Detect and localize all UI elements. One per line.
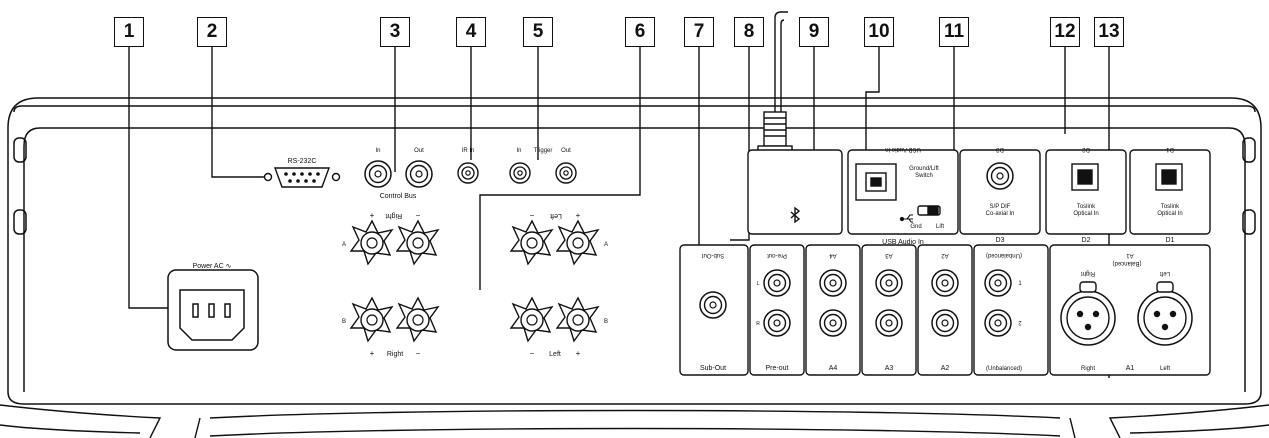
control-in-label: In [375, 148, 380, 154]
callout-7: 7 [684, 17, 714, 47]
a4-label: A4 [829, 365, 838, 372]
callout-11: 11 [939, 17, 969, 47]
b-left-label: B [342, 319, 346, 325]
power-inlet [167, 269, 259, 351]
xlr-left-top-label: Left [1160, 270, 1170, 276]
plus-left-top: + [576, 211, 581, 220]
a-right-label: A [604, 242, 608, 248]
d3-top-label: D3 [996, 146, 1004, 152]
unbalanced-2-label: 2 [1018, 319, 1022, 325]
callout-6: 6 [625, 17, 655, 47]
unbalanced-top-label: (Unbalanced) [986, 252, 1022, 258]
callout-9: 9 [799, 17, 829, 47]
d2-top-label: D2 [1082, 146, 1090, 152]
d1-top-label: D1 [1166, 146, 1174, 152]
a3-label: A3 [885, 365, 894, 372]
power-label: Power AC ∿ [193, 263, 232, 270]
callout-8: 8 [734, 17, 764, 47]
usb-icon [899, 214, 913, 223]
a-left-label: A [342, 242, 346, 248]
plus-left-bottom: + [576, 349, 581, 358]
panel-feet [0, 404, 1269, 438]
callout-13: 13 [1094, 17, 1124, 47]
plus-right-top: + [370, 211, 375, 220]
gnd-label: Gnd [910, 224, 921, 230]
a3-top-label: A3 [885, 252, 893, 258]
unbalanced-1-label: 1 [1018, 281, 1022, 287]
callout-5: 5 [523, 17, 553, 47]
coaxial-jack [986, 162, 1014, 190]
trigger-label: Trigger [534, 148, 553, 154]
xlr-left-label: Left [1160, 366, 1170, 372]
a2-top-label: A2 [941, 252, 949, 258]
toslink-d1-label: Toslink [1161, 204, 1180, 210]
minus-right-top: − [416, 211, 421, 220]
a1-label: A1 [1126, 365, 1135, 372]
chassis-outline [7, 97, 1262, 405]
optical-d2-label: Optical In [1073, 211, 1098, 217]
subout-top-label: Sub-Out [702, 252, 725, 258]
callout-1: 1 [114, 17, 144, 47]
trigger-out-label: Out [561, 148, 571, 154]
d2-label: D2 [1082, 237, 1091, 244]
coaxial-in-label: Co-axial In [986, 211, 1015, 217]
rs232-label: RS-232C [288, 158, 317, 165]
trigger-in-label: In [516, 148, 521, 154]
spdif-label: S/P DIF [990, 204, 1011, 210]
right-top-label: Right [386, 212, 402, 219]
plus-right-bottom: + [370, 349, 375, 358]
ground-lift-label: Ground/Lift [909, 166, 939, 172]
minus-left-top: − [530, 211, 535, 220]
xlr-latches [1079, 281, 1174, 293]
preout-r-label: R [756, 321, 760, 327]
control-bus-label: Control Bus [380, 193, 417, 200]
a1-top-label: A1 [1126, 252, 1134, 258]
balanced-top-label: (Balanced) [1112, 260, 1141, 266]
usb-audio-in-label: USB Audio In [882, 239, 924, 246]
preout-l-label: L [757, 281, 760, 287]
control-connectors [364, 160, 577, 188]
preout-label: Pre-out [766, 365, 789, 372]
minus-left-bottom: − [530, 349, 535, 358]
d3-label: D3 [996, 237, 1005, 244]
rs232-port [263, 167, 341, 188]
callout-12: 12 [1050, 17, 1080, 47]
usb-audio-in-top-label: USB Audio In [885, 146, 921, 152]
control-out-label: Out [414, 148, 424, 154]
preout-top-label: Pre-out [767, 252, 787, 258]
b-right-label: B [604, 319, 608, 325]
left-top-label: Left [550, 212, 562, 219]
digital-modules [747, 149, 1211, 235]
callout-3: 3 [380, 17, 410, 47]
xlr-right-top-label: Right [1081, 270, 1095, 276]
callout-2: 2 [197, 17, 227, 47]
left-bottom-label: Left [549, 351, 561, 358]
speaker-binding-posts [350, 220, 599, 342]
callout-10: 10 [864, 17, 894, 47]
bluetooth-icon [790, 206, 801, 224]
callout-4: 4 [456, 17, 486, 47]
minus-right-bottom: − [416, 349, 421, 358]
toslink-d2-label: Toslink [1077, 204, 1096, 210]
lift-label: Lift [936, 224, 944, 230]
ir-in-label: IR In [462, 148, 475, 154]
optical-d1-label: Optical In [1157, 211, 1182, 217]
switch-label: Switch [915, 173, 933, 179]
a4-top-label: A4 [829, 252, 837, 258]
xlr-right-label: Right [1081, 366, 1095, 372]
a2-label: A2 [941, 365, 950, 372]
subout-label: Sub-Out [700, 365, 726, 372]
right-bottom-label: Right [387, 351, 403, 358]
d1-label: D1 [1166, 237, 1175, 244]
unbalanced-label: (Unbalanced) [986, 366, 1022, 372]
